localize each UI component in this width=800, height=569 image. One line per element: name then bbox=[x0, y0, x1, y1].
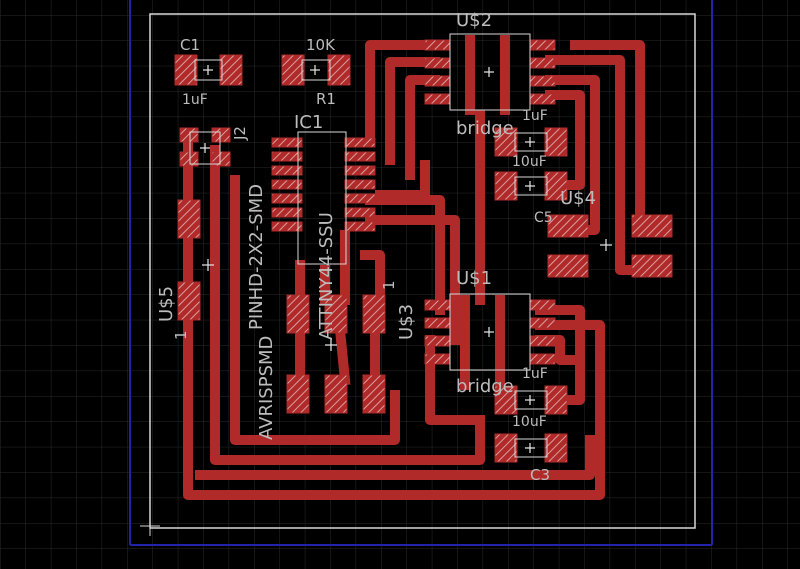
label-us4: U$4 bbox=[560, 188, 596, 209]
label-c1-value: 1uF bbox=[182, 92, 208, 108]
board-outline bbox=[149, 13, 696, 529]
label-us3-pin: 1 bbox=[380, 280, 398, 290]
label-ic1: IC1 bbox=[294, 112, 323, 133]
label-us5-pin: 1 bbox=[172, 330, 190, 340]
label-avrisp: AVRISPSMD bbox=[256, 336, 277, 440]
label-us2-cap1: 1uF bbox=[522, 108, 548, 124]
label-us2-name: bridge bbox=[456, 118, 514, 139]
label-us1-cap1: 1uF bbox=[522, 366, 548, 382]
label-c1: C1 bbox=[180, 36, 200, 54]
label-c-u4: C5 bbox=[534, 210, 553, 226]
component-outlines bbox=[189, 33, 548, 458]
label-c3: C3 bbox=[530, 466, 550, 484]
component-origin-icons bbox=[200, 65, 612, 453]
label-us2: U$2 bbox=[456, 10, 492, 31]
label-us1-cap2: 10uF bbox=[512, 414, 547, 430]
label-j2: J2 bbox=[231, 126, 249, 141]
label-us2-cap2: 10uF bbox=[512, 154, 547, 170]
origin-cross-icon bbox=[140, 516, 160, 536]
label-pinhd: PINHD-2X2-SMD bbox=[246, 184, 267, 330]
label-us1: U$1 bbox=[456, 268, 492, 289]
label-r1-value: 10K bbox=[306, 36, 336, 54]
label-us3: U$3 bbox=[396, 304, 417, 340]
label-us1-name: bridge bbox=[456, 376, 514, 397]
label-ic1-package: ATTINY44-SSU bbox=[316, 212, 337, 340]
silkscreen-labels: C1 10K 1uF R1 IC1 J2 ATTINY44-SSU PINHD-… bbox=[156, 10, 596, 484]
smd-pads[interactable] bbox=[174, 39, 673, 463]
label-us5: U$5 bbox=[156, 286, 177, 322]
label-r1: R1 bbox=[316, 90, 336, 108]
